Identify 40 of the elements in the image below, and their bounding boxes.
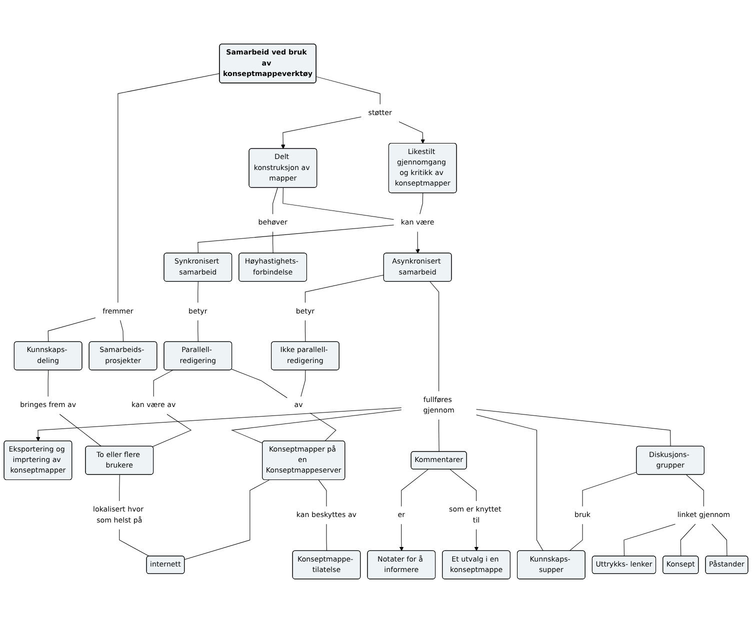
connector: [310, 412, 336, 442]
connector: [686, 474, 704, 507]
arrow: [36, 407, 402, 442]
connector: [119, 529, 150, 556]
connector: [230, 410, 402, 444]
connector: [304, 320, 306, 342]
connector: [272, 188, 278, 214]
connector: [476, 409, 671, 447]
connector: [401, 469, 428, 507]
connector: [316, 76, 380, 104]
connector: [120, 320, 124, 342]
connector: [272, 232, 274, 254]
connector: [476, 414, 544, 552]
connector: [198, 224, 394, 254]
connector: [300, 370, 306, 397]
connector: [680, 524, 696, 556]
connector: [430, 281, 440, 392]
connector: [118, 73, 220, 303]
connector: [420, 192, 424, 214]
connector: [450, 469, 477, 502]
arrow: [474, 529, 479, 552]
arrow: [416, 232, 420, 254]
connector: [624, 524, 676, 556]
connector: [582, 472, 637, 507]
connector: [326, 524, 327, 552]
connector: [119, 474, 120, 502]
connector: [231, 368, 288, 398]
connector: [282, 188, 394, 220]
arrow: [399, 524, 404, 552]
connector: [59, 414, 102, 447]
arrow: [280, 116, 362, 149]
connector: [48, 318, 96, 342]
arrow: [398, 122, 426, 144]
connector: [569, 524, 583, 552]
connector: [712, 524, 728, 556]
connector: [184, 480, 270, 560]
connector: [48, 370, 49, 397]
connector: [318, 480, 327, 507]
connector: [304, 274, 384, 303]
connector: [438, 419, 440, 452]
